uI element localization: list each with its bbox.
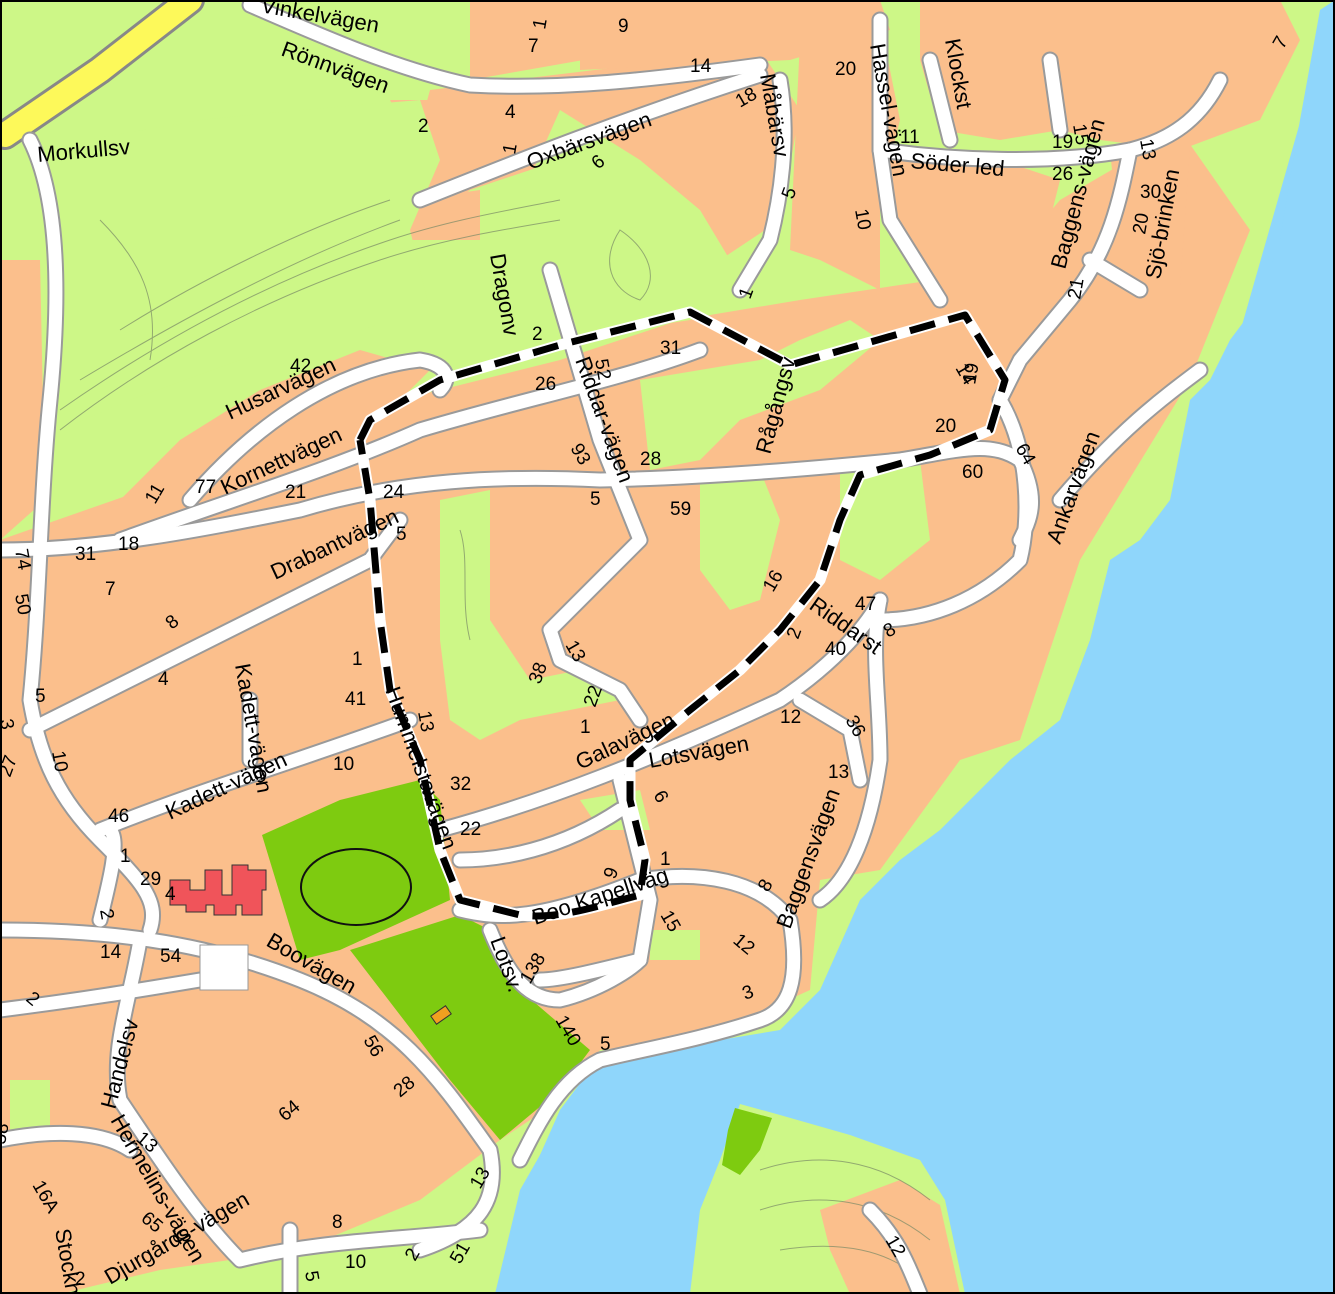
peninsula-field (722, 1108, 772, 1175)
house-number-label: 3 (0, 717, 18, 731)
house-number-label: 1 (352, 649, 363, 670)
house-number-label: 12 (780, 707, 801, 728)
house-number-label: 60 (962, 462, 983, 483)
house-number-label: 1 (120, 846, 131, 867)
house-number-label: 4 (505, 102, 516, 123)
sports-field-upper (262, 780, 450, 960)
house-number-label: 18 (118, 534, 139, 555)
house-number-label: 22 (460, 819, 481, 840)
house-number-label: 28 (640, 449, 661, 470)
house-number-label: 1 (580, 717, 591, 738)
house-number-label: 14 (100, 942, 122, 963)
house-number-label: 5 (600, 1034, 611, 1055)
house-number-label: 50 (10, 592, 34, 616)
house-number-label: 24 (383, 482, 405, 503)
house-number-label: 32 (450, 774, 471, 795)
sports-field-lower (350, 915, 590, 1140)
house-number-label: 58 (0, 1121, 14, 1145)
house-number-label: 10 (333, 754, 354, 775)
house-number-label: 20 (935, 416, 956, 437)
house-number-label: 5 (300, 1269, 323, 1283)
house-number-label: 2 (418, 116, 429, 137)
house-number-label: 42 (290, 356, 311, 377)
house-number-label: 13 (1135, 137, 1159, 161)
house-number-label: 19 (959, 361, 983, 385)
house-number-label: 2 (95, 907, 118, 921)
house-number-label: 4 (165, 884, 176, 905)
house-number-label: 27 (0, 753, 22, 780)
house-number-label: 52 (590, 357, 614, 381)
house-number-label: 13 (828, 762, 849, 783)
house-number-label: 1 (660, 849, 671, 870)
house-number-label: 21 (285, 482, 306, 503)
park-areas (10, 100, 930, 1130)
small-building (430, 1005, 452, 1025)
buildings-red (169, 864, 267, 916)
house-number-label: 40 (825, 639, 846, 660)
house-number-label: 41 (345, 689, 366, 710)
house-number-label: 74 (10, 547, 34, 572)
house-number-label: 47 (855, 594, 876, 615)
contour-lines (59, 199, 931, 1281)
house-number-label: 10 (345, 1252, 366, 1273)
house-number-label: 1 (529, 17, 552, 31)
house-number-label: 30 (1140, 182, 1161, 203)
house-number-label: 26 (1052, 164, 1073, 185)
running-track (300, 848, 412, 926)
house-number-label: 11 (900, 127, 920, 148)
house-number-label: 5 (590, 489, 601, 510)
walking-route-dash (356, 308, 1009, 920)
house-number-label: 15 (1068, 122, 1092, 146)
house-number-label: 29 (140, 869, 161, 890)
house-number-label: 26 (535, 374, 556, 395)
house-number-label: 2 (75, 1269, 86, 1290)
house-number-label: 7 (105, 579, 116, 600)
house-number-label: 31 (660, 338, 681, 359)
house-number-label: 14 (690, 56, 712, 77)
house-number-label: 7 (528, 36, 539, 57)
house-number-label: 21 (1064, 276, 1088, 300)
house-number-label: 46 (108, 806, 129, 827)
house-number-label: 31 (75, 544, 96, 565)
house-number-label: 5 (396, 524, 407, 545)
house-number-label: 54 (160, 946, 182, 967)
house-number-label: 10 (850, 207, 874, 231)
highway-fill (0, 0, 202, 147)
house-number-label: 1 (499, 142, 522, 156)
house-number-label: 2 (532, 324, 543, 345)
house-number-label: 5 (35, 686, 46, 707)
building-white (199, 944, 249, 991)
house-number-label: 20 (835, 59, 856, 80)
house-number-label: 59 (670, 499, 691, 520)
house-number-label: 77 (195, 477, 216, 498)
house-number-label: 4 (158, 669, 169, 690)
house-number-label: 8 (332, 1212, 343, 1233)
house-number-label: 20 (1129, 211, 1153, 235)
house-number-label: 19 (1052, 132, 1073, 153)
water-main (495, 0, 1335, 1294)
house-number-label: 13 (413, 709, 437, 733)
house-number-label: 10 (47, 749, 71, 773)
house-number-label: 9 (618, 16, 629, 37)
